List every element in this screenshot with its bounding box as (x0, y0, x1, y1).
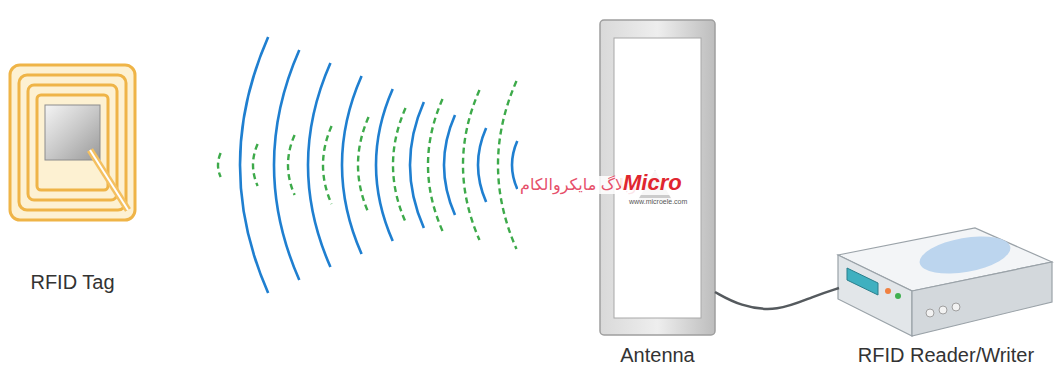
tag-icon (10, 65, 135, 220)
reader-node: RFID Reader/Writer (836, 225, 1056, 373)
wave-arc (342, 76, 362, 254)
node-label: Antenna (620, 343, 695, 367)
cable (715, 288, 839, 309)
watermark-url: www.microele.com (627, 198, 689, 206)
wave-arc (240, 37, 268, 293)
wave-dashed (358, 117, 369, 213)
wave-arc (308, 63, 330, 267)
wave-dashed (288, 135, 295, 195)
wave-dashed (463, 90, 480, 240)
node-label: RFID Tag (30, 270, 114, 294)
reader-box (838, 228, 1052, 336)
wave-arc (274, 50, 299, 280)
watermark-logo: Micro (621, 171, 684, 195)
wave-arc (410, 102, 424, 228)
wave-dashed (428, 99, 443, 231)
tag-node: RFID Tag (5, 60, 140, 300)
wave-arc (478, 128, 486, 202)
node-label: RFID Reader/Writer (858, 343, 1034, 367)
wave-dashed (253, 144, 258, 186)
wave-dashed (498, 81, 516, 249)
wave-arc (376, 89, 393, 241)
wave-dashed (218, 153, 221, 177)
wave-dashed (323, 126, 332, 204)
radio-waves (218, 37, 517, 293)
wave-dashed (393, 108, 406, 222)
wave-arc (512, 141, 517, 189)
wave-arc (444, 115, 455, 215)
